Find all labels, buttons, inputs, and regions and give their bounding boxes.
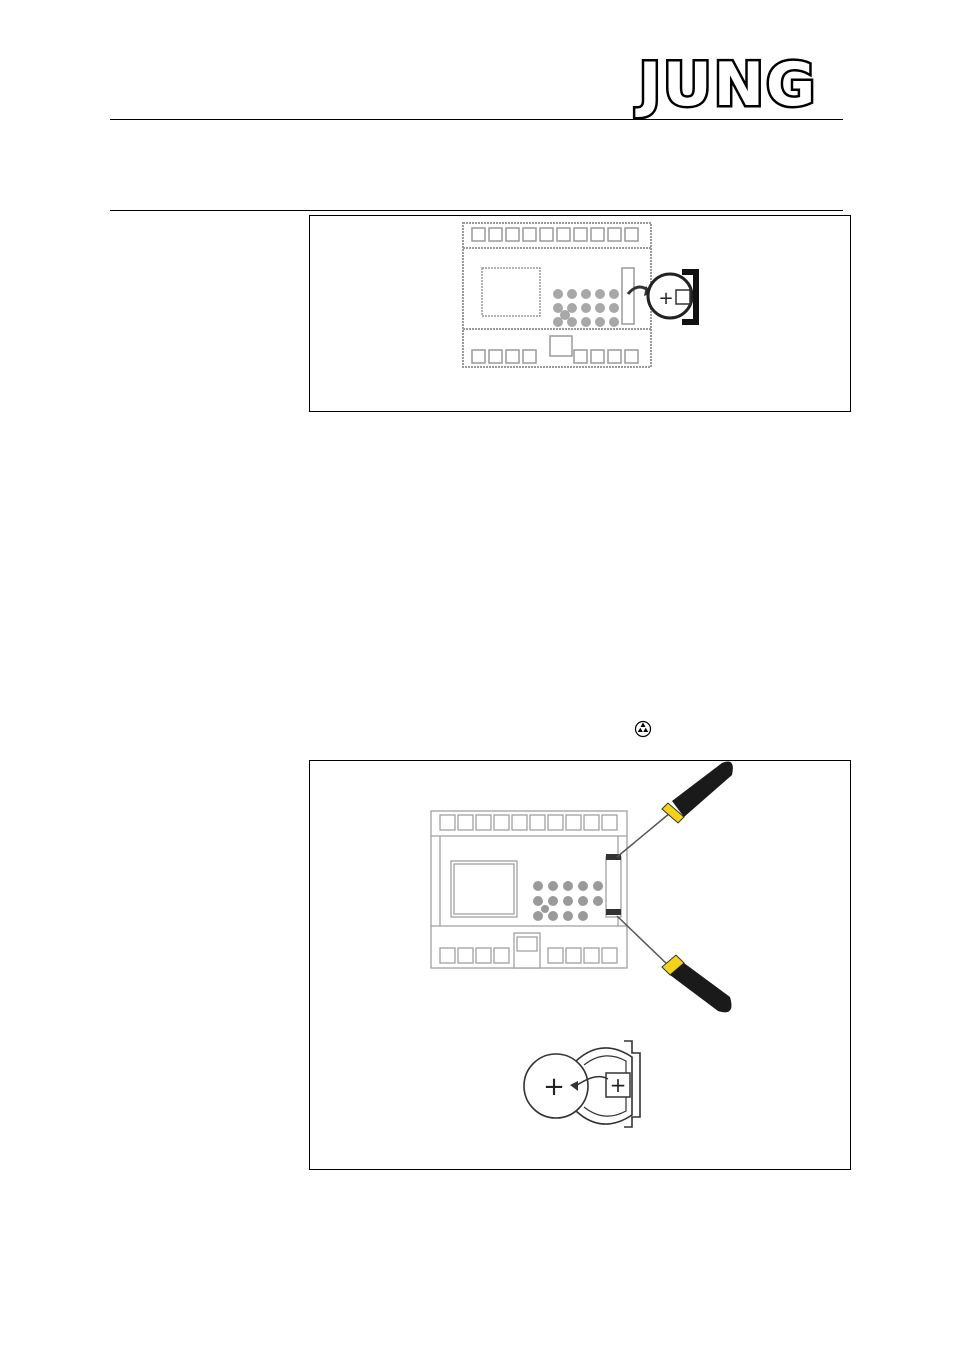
- holder-plus-label: +: [610, 1073, 627, 1097]
- battery-location-figure: +: [309, 215, 851, 412]
- screwdriver-shaft-top: [616, 812, 671, 858]
- recycling-symbol-icon: [634, 720, 652, 738]
- battery-removal-figure: + +: [309, 760, 851, 1170]
- battery-plus-label: +: [658, 288, 673, 309]
- jung-logo: JUNG: [614, 50, 842, 120]
- header-rule: [110, 119, 843, 120]
- section-rule: [110, 210, 843, 211]
- screwdriver-shaft-bottom: [616, 915, 669, 966]
- device-illustration-1: +: [462, 222, 699, 368]
- screwdriver-handle-bottom: [670, 963, 732, 1013]
- screwdriver-handle-top: [672, 761, 733, 817]
- battery-plus-label: +: [543, 1072, 565, 1102]
- logo-text: JUNG: [636, 50, 818, 120]
- battery-holder: [624, 1040, 641, 1128]
- coin-battery: [523, 1053, 589, 1119]
- device-illustration-2: + +: [430, 761, 733, 1128]
